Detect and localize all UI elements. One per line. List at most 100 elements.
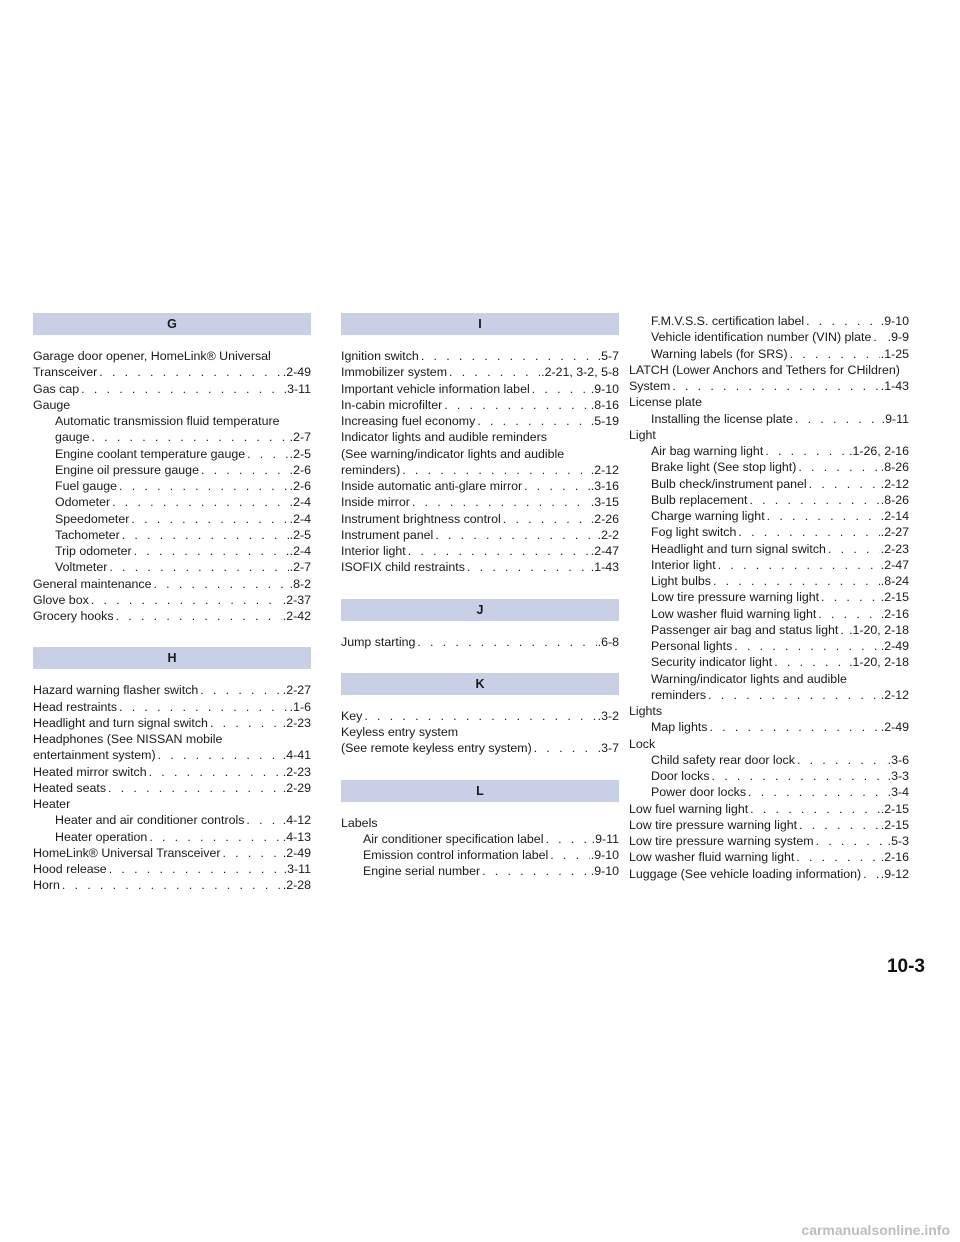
index-entry-page-ref: .1-43: [880, 379, 909, 393]
section-spacer: [341, 650, 619, 673]
index-entry-page-ref: .2-6: [289, 462, 311, 477]
dot-leader: [442, 397, 590, 413]
dot-leader: [114, 608, 282, 624]
index-entry: Brake light (See stop light).8-26: [629, 459, 909, 475]
index-entry-term: Low tire pressure warning light: [651, 590, 820, 605]
index-entry-page-ref: .2-2: [597, 527, 619, 542]
index-entry: Odometer.2-4: [33, 494, 311, 510]
index-entry: Low tire pressure warning light.2-15: [629, 817, 909, 833]
index-entry-term: Heated seats: [33, 780, 107, 795]
index-entry: Gas cap.3-11: [33, 381, 311, 397]
index-entry: Emission control information label.9-10: [341, 847, 619, 863]
index-entry: Tachometer.2-5: [33, 527, 311, 543]
index-entry: Charge warning light.2-14: [629, 508, 909, 524]
index-entry: reminders).2-12: [341, 462, 619, 478]
index-entry-term: Immobilizer system: [341, 365, 448, 380]
index-entry: Instrument panel.2-2: [341, 527, 619, 543]
section-header: H: [33, 647, 311, 670]
index-entry: Transceiver.2-49: [33, 364, 311, 380]
index-entry-label: Labels: [341, 815, 378, 830]
dot-leader: [480, 863, 590, 879]
index-entry-page-ref: .2-37: [282, 592, 311, 607]
index-entry-page-ref: .1-43: [590, 560, 619, 575]
dot-leader: [814, 833, 887, 849]
index-entry: Low tire pressure warning light.2-15: [629, 589, 909, 605]
watermark-logo: carmanualsonline.info: [801, 1222, 950, 1238]
index-entry-page-ref: .2-27: [880, 525, 909, 540]
dot-leader: [147, 829, 281, 845]
index-entry-label: Lights: [629, 704, 663, 718]
index-entry-label: Gauge: [33, 397, 71, 412]
index-entry: Vehicle identification number (VIN) plat…: [629, 329, 909, 345]
index-entry: Passenger air bag and status light.1-20,…: [629, 622, 909, 638]
dot-leader: [362, 708, 596, 724]
index-entry: Ignition switch.5-7: [341, 348, 619, 364]
index-entry-term: Emission control information label: [363, 848, 549, 862]
dot-leader: [746, 784, 887, 800]
index-entry-page-ref: .8-16: [590, 397, 619, 412]
index-entry-term: Vehicle identification number (VIN) plat…: [651, 330, 872, 345]
index-entry: entertainment system) .4-41: [33, 747, 311, 763]
index-entry-term: ISOFIX child restraints: [341, 560, 465, 575]
dot-leader: [107, 559, 288, 575]
index-entry-page-ref: .8-26: [880, 492, 909, 507]
index-entry: Engine oil pressure gauge.2-6: [33, 462, 311, 478]
index-entry-term: Bulb replacement: [651, 492, 748, 507]
dot-leader: [763, 443, 848, 459]
index-entry-page-ref: .2-26: [590, 511, 619, 526]
index-entry: Heater and air conditioner controls.4-12: [33, 812, 311, 828]
index-entry-page-ref: .4-12: [282, 813, 311, 828]
index-entry-term: Headlight and turn signal switch: [651, 541, 826, 556]
index-entry: Key.3-2: [341, 708, 619, 724]
index-entry: (See remote keyless entry system).3-7: [341, 740, 619, 756]
index-entry-term: Inside mirror: [341, 495, 410, 510]
index-entry: reminders.2-12: [629, 687, 909, 703]
index-entry-term: Air bag warning light: [651, 444, 764, 458]
index-entry: Voltmeter.2-7: [33, 559, 311, 575]
index-entry-page-ref: .9-10: [880, 314, 909, 328]
dot-leader: [732, 638, 879, 654]
index-entry-term: Security indicator light: [651, 655, 773, 670]
index-entry-term: entertainment system): [33, 748, 156, 763]
index-entry-page-ref: .2-12: [880, 687, 909, 702]
index-entry-page-ref: .9-9: [887, 330, 909, 345]
index-entry: System.1-43: [629, 378, 909, 394]
dot-leader: [793, 411, 881, 427]
index-entry-term: Engine coolant temperature gauge: [55, 446, 246, 461]
index-entry-page-ref: .2-47: [590, 544, 619, 558]
index-entry-term: Low tire pressure warning system: [629, 834, 814, 848]
dot-leader: [707, 719, 879, 735]
section-spacer: [341, 576, 619, 599]
dot-leader: [807, 476, 880, 492]
index-entry-term: Light bulbs: [651, 574, 711, 588]
index-entry-term: gauge: [55, 430, 90, 445]
dot-leader: [198, 682, 281, 698]
index-entry-page-ref: .3-2: [597, 708, 619, 723]
index-entry: Personal lights.2-49: [629, 638, 909, 654]
index-entry: Interior light.2-47: [341, 543, 619, 559]
dot-leader: [97, 364, 281, 380]
index-entry-page-ref: .4-41: [282, 748, 311, 763]
section-header: G: [33, 313, 311, 335]
index-entry-label: Warning/indicator lights and audible: [651, 671, 847, 686]
dot-leader: [199, 462, 289, 478]
index-entry: Bulb check/instrument panel.2-12: [629, 476, 909, 492]
dot-leader: [147, 764, 282, 780]
index-entry: Engine coolant temperature gauge.2-5: [33, 446, 311, 462]
index-entry: Door locks.3-3: [629, 768, 909, 784]
index-entry-page-ref: .2-28: [282, 878, 311, 893]
index-entry-page-ref: .4-13: [282, 829, 311, 844]
index-entry: Important vehicle information label.9-10: [341, 381, 619, 397]
index-entry-page-ref: .2-15: [880, 801, 909, 816]
dot-leader: [60, 877, 282, 893]
index-entry-term: Horn: [33, 878, 60, 893]
index-entry: Instrument brightness control.2-26: [341, 511, 619, 527]
dot-leader: [120, 527, 289, 543]
index-entry-term: (See remote keyless entry system): [341, 741, 532, 756]
index-entry-label: License plate: [629, 395, 703, 410]
index-entry-term: Hood release: [33, 862, 107, 876]
index-entry: ISOFIX child restraints .1-43: [341, 559, 619, 575]
index-entry: Low washer fluid warning light.2-16: [629, 849, 909, 865]
